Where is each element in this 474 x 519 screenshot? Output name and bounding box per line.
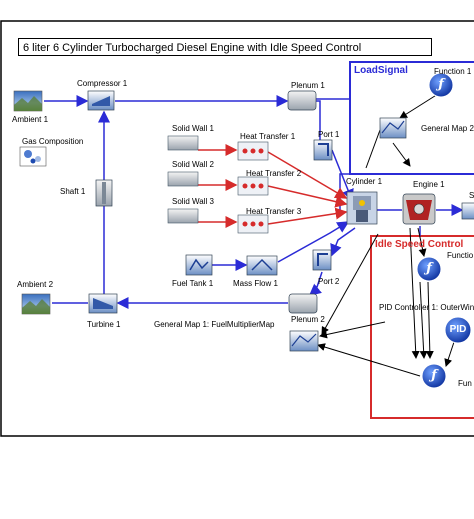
heat-transfer1-block[interactable] (237, 141, 269, 161)
ambient2-label: Ambient 2 (17, 280, 54, 289)
gas-composition-block[interactable] (19, 146, 47, 167)
shaft1-block[interactable] (95, 179, 113, 207)
pid-controller-block[interactable] (444, 316, 472, 344)
shaft1-label: Shaft 1 (60, 187, 86, 196)
heat-transfer3-block[interactable] (237, 214, 269, 234)
engine1-block[interactable] (402, 193, 436, 225)
function-glyph-icon: ƒ (438, 77, 444, 92)
ambient1-block[interactable] (13, 90, 43, 112)
function1-block[interactable] (428, 72, 454, 98)
turbine1-block[interactable] (88, 293, 118, 314)
function-idle-block[interactable] (416, 256, 442, 282)
pid-text: PID (449, 324, 467, 335)
general-map1-block[interactable] (289, 330, 319, 352)
ambient1-label: Ambient 1 (12, 115, 49, 124)
plenum2-block[interactable] (288, 293, 318, 314)
plenum2-label: Plenum 2 (291, 315, 325, 324)
solid-wall1-label: Solid Wall 1 (172, 124, 214, 133)
plenum1-label: Plenum 1 (291, 81, 325, 90)
function-bottom-label: Fun (458, 379, 472, 388)
function-idle-label: Functio (447, 251, 474, 260)
port2-label: Port 2 (318, 277, 340, 286)
conn-func1-genmap2[interactable] (399, 93, 439, 119)
idle-speed-title: Idle Speed Control (375, 239, 464, 250)
solid-wall1-block[interactable] (167, 135, 199, 151)
ambient2-block[interactable] (21, 293, 51, 315)
load-signal-group[interactable] (349, 61, 474, 175)
diagram-title: 6 liter 6 Cylinder Turbocharged Diesel E… (18, 38, 432, 56)
heat-transfer1-label: Heat Transfer 1 (240, 132, 296, 141)
conn-port2-plenum2[interactable] (308, 271, 323, 296)
port1-label: Port 1 (318, 130, 340, 139)
diagram-frame (0, 20, 474, 437)
conn-funcidle-b[interactable] (425, 281, 434, 359)
conn-ht2-cylinder[interactable] (267, 185, 348, 208)
function-bottom-block[interactable] (421, 363, 447, 389)
conn-ht1-cylinder[interactable] (267, 151, 348, 199)
conn-genmap2-out[interactable] (392, 142, 411, 167)
compressor1-label: Compressor 1 (77, 79, 128, 88)
function1-label: Function 1 (434, 67, 472, 76)
plenum1-block[interactable] (287, 90, 317, 111)
partial-block-right[interactable] (461, 202, 474, 220)
conn-massflow-cylinder[interactable] (277, 221, 350, 263)
conn-genmap2-engine[interactable] (365, 129, 381, 169)
solid-wall3-label: Solid Wall 3 (172, 197, 214, 206)
conn-pid-funcbottom[interactable] (444, 341, 455, 367)
general-map2-label: General Map 2 (421, 124, 474, 133)
conn-plenum1-port1[interactable] (316, 100, 321, 140)
conn-genmap1-bottom[interactable] (321, 233, 379, 335)
conn-engine-funcidle-c[interactable] (409, 227, 420, 359)
partial-block-label: S (469, 191, 474, 200)
gas-composition-label: Gas Composition (22, 137, 84, 146)
function-glyph-icon: ƒ (431, 368, 437, 383)
load-signal-title: LoadSignal (354, 65, 408, 76)
heat-transfer2-label: Heat Transfer 2 (246, 169, 302, 178)
mass-flow1-label: Mass Flow 1 (233, 279, 278, 288)
solid-wall2-label: Solid Wall 2 (172, 160, 214, 169)
conn-idle-genmap1[interactable] (319, 321, 386, 339)
port2-block[interactable] (312, 249, 332, 271)
solid-wall2-block[interactable] (167, 171, 199, 187)
turbine1-label: Turbine 1 (87, 320, 121, 329)
function-glyph-icon: ƒ (426, 261, 432, 276)
cylinder1-label: Cylinder 1 (346, 177, 383, 186)
conn-funcbottom-plenum2[interactable] (317, 343, 421, 377)
general-map1-label: General Map 1: FuelMultiplierMap (154, 320, 275, 329)
conn-ht3-cylinder[interactable] (267, 207, 348, 225)
heat-transfer3-label: Heat Transfer 3 (246, 207, 302, 216)
conn-cylinder-port2[interactable] (330, 227, 356, 257)
cylinder1-block[interactable] (346, 191, 378, 225)
fuel-tank1-block[interactable] (185, 254, 213, 276)
conn-funcidle-a[interactable] (419, 281, 428, 359)
idle-speed-group[interactable] (370, 235, 474, 419)
engine1-label: Engine 1 (413, 180, 445, 189)
solid-wall3-block[interactable] (167, 208, 199, 224)
fuel-tank1-label: Fuel Tank 1 (172, 279, 214, 288)
heat-transfer2-block[interactable] (237, 176, 269, 196)
general-map2-block[interactable] (379, 117, 407, 139)
conn-engine-func-idle[interactable] (417, 227, 427, 257)
port1-block[interactable] (313, 139, 333, 161)
mass-flow1-block[interactable] (246, 255, 278, 276)
pid-controller-label: PID Controller 1: OuterWin (379, 303, 474, 312)
compressor1-block[interactable] (87, 90, 115, 111)
